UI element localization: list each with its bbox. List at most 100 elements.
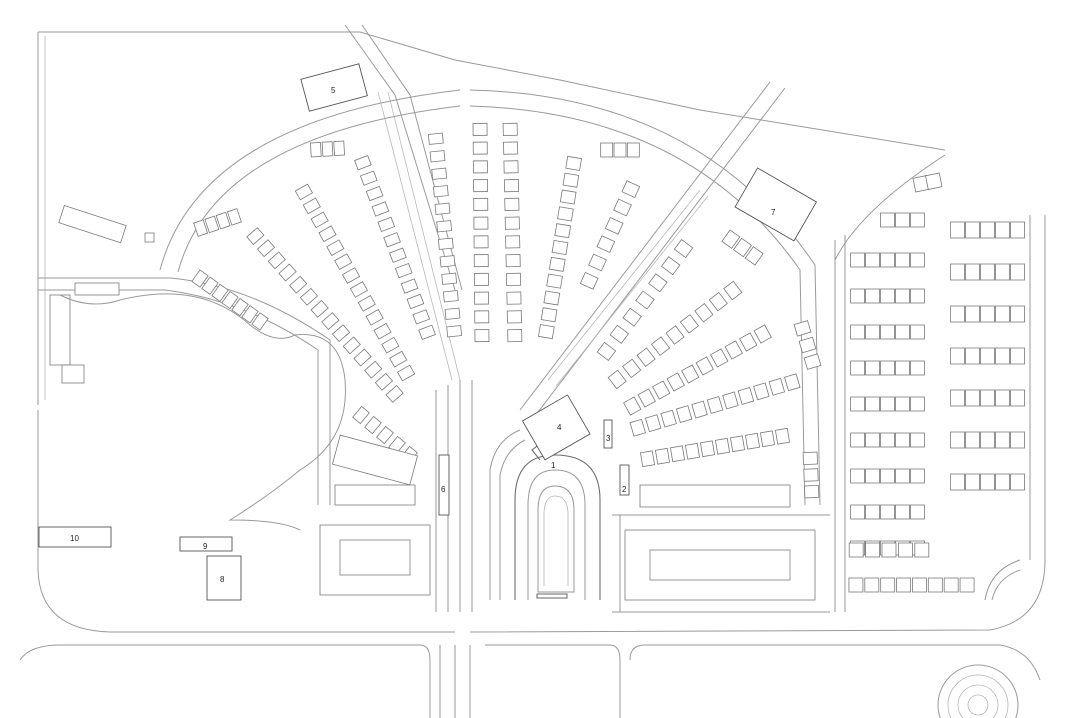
house-unit	[299, 287, 319, 306]
house-unit	[1010, 263, 1025, 281]
house-unit	[965, 263, 980, 281]
house-unit	[850, 504, 865, 520]
house-unit	[950, 305, 965, 323]
house-unit	[365, 308, 384, 326]
house-unit	[865, 504, 880, 520]
house-unit	[850, 324, 865, 340]
house-unit	[321, 312, 340, 331]
house-unit	[326, 239, 345, 257]
house-unit	[432, 185, 449, 198]
house-unit	[473, 272, 489, 286]
house-unit	[895, 468, 910, 484]
house-unit	[965, 389, 980, 407]
house-unit	[774, 427, 791, 445]
house-unit	[980, 473, 995, 491]
house-unit	[950, 263, 965, 281]
house-unit	[431, 167, 448, 180]
house-unit	[980, 263, 995, 281]
label-8: 8	[220, 575, 225, 584]
house-unit	[865, 252, 880, 268]
house-unit	[880, 468, 895, 484]
house-unit	[474, 291, 490, 305]
house-unit	[880, 252, 895, 268]
house-unit	[637, 388, 656, 408]
house-unit	[895, 324, 910, 340]
house-unit	[714, 437, 731, 455]
house-unit	[895, 396, 910, 412]
house-unit	[559, 189, 577, 205]
label-5: 5	[331, 86, 336, 95]
house-unit	[965, 347, 980, 365]
house-unit	[364, 415, 382, 435]
house-unit	[739, 332, 758, 352]
house-unit	[950, 431, 965, 449]
house-unit	[551, 239, 569, 256]
house-unit	[910, 468, 925, 484]
house-unit	[880, 396, 895, 412]
house-unit	[980, 431, 995, 449]
house-unit	[995, 263, 1010, 281]
house-unit	[538, 324, 555, 340]
house-unit	[1010, 305, 1025, 323]
house-unit	[980, 347, 995, 365]
house-unit	[201, 276, 219, 295]
house-unit	[723, 280, 743, 301]
house-unit	[226, 208, 242, 226]
house-unit	[669, 445, 686, 463]
site-boundary	[37, 31, 1046, 633]
house-unit	[503, 160, 519, 174]
house-unit	[660, 256, 681, 276]
house-unit	[622, 358, 642, 379]
house-unit	[371, 201, 390, 217]
house-unit	[579, 271, 599, 290]
house-unit	[710, 348, 729, 368]
house-unit	[472, 160, 488, 174]
house-unit	[753, 324, 772, 344]
house-unit	[910, 504, 925, 520]
house-unit	[596, 235, 616, 254]
house-unit	[654, 447, 671, 465]
label-7: 7	[771, 208, 776, 217]
house-unit	[848, 542, 864, 558]
house-unit	[865, 396, 880, 412]
house-unit	[865, 468, 880, 484]
house-unit	[546, 273, 563, 289]
house-unit	[251, 312, 269, 331]
house-unit	[562, 172, 580, 188]
house-unit	[965, 305, 980, 323]
west-road	[38, 277, 331, 505]
house-unit	[1010, 389, 1025, 407]
house-unit	[699, 440, 716, 458]
house-unit	[506, 310, 522, 324]
house-unit	[418, 324, 436, 340]
house-unit	[880, 360, 895, 376]
house-unit	[914, 542, 930, 558]
house-unit	[394, 262, 413, 279]
numbered-buildings	[38, 63, 818, 601]
house-unit	[744, 432, 761, 450]
house-unit	[925, 172, 943, 190]
house-unit	[648, 273, 668, 293]
house-unit	[768, 377, 786, 396]
house-unit	[503, 179, 519, 193]
house-unit	[850, 252, 865, 268]
house-unit	[850, 432, 865, 448]
house-unit	[444, 307, 461, 320]
house-unit	[406, 293, 425, 310]
house-unit	[681, 364, 700, 384]
house-unit	[910, 212, 925, 228]
house-unit	[246, 227, 265, 246]
house-unit	[442, 290, 459, 303]
house-unit	[357, 295, 376, 312]
house-unit	[880, 212, 895, 228]
house-unit	[950, 389, 965, 407]
house-unit	[995, 347, 1010, 365]
house-unit	[613, 142, 627, 158]
house-unit	[652, 380, 671, 400]
house-unit	[995, 305, 1010, 323]
house-unit	[359, 170, 378, 186]
house-unit	[850, 468, 865, 484]
house-unit	[588, 253, 607, 272]
southeast-round-court	[984, 559, 1021, 601]
house-unit	[334, 253, 353, 270]
